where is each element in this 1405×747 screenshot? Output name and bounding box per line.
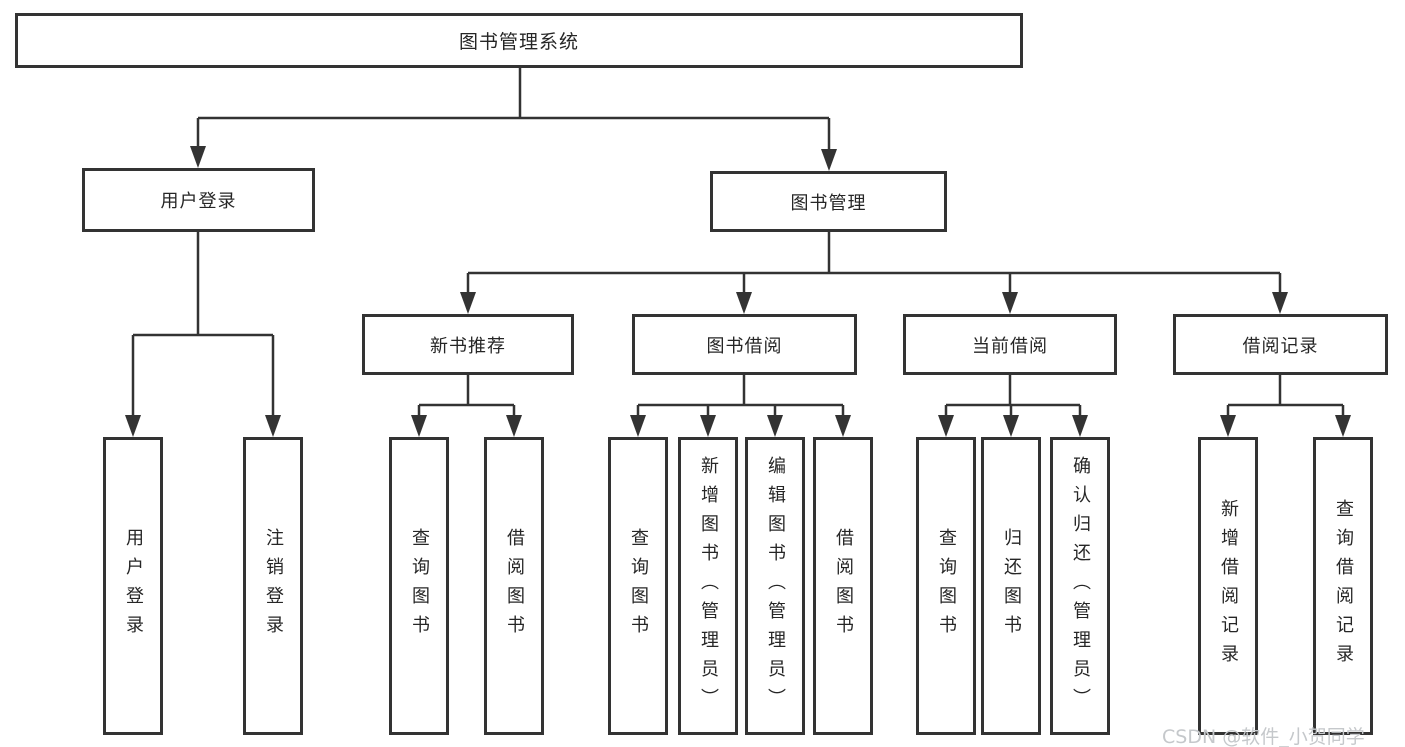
leaf-query-books-recommendation: 查询图书	[389, 437, 449, 735]
leaf-query-books-current: 查询图书	[916, 437, 976, 735]
leaf-edit-books-admin-label: 编辑图书（管理员）	[765, 455, 786, 717]
node-borrowing-records-label: 借阅记录	[1242, 335, 1319, 357]
connector-book-borrowing-to-leaves	[630, 375, 851, 437]
connector-book-management-to-level3	[460, 232, 1288, 314]
leaf-user-login: 用户登录	[103, 437, 163, 735]
connector-new-book-recommendation-to-leaves	[411, 375, 522, 437]
node-book-management-label: 图书管理	[790, 192, 867, 214]
node-book-management: 图书管理	[710, 171, 947, 232]
leaf-return-books: 归还图书	[981, 437, 1041, 735]
leaf-query-borrow-record-label: 查询借阅记录	[1333, 499, 1354, 673]
node-new-book-recommendation-label: 新书推荐	[430, 335, 506, 357]
node-book-borrowing: 图书借阅	[632, 314, 857, 375]
leaf-borrow-books-borrowing-label: 借阅图书	[833, 528, 854, 644]
node-new-book-recommendation: 新书推荐	[362, 314, 574, 375]
node-library-management-system-label: 图书管理系统	[458, 31, 579, 53]
connector-borrowing-records-to-leaves	[1220, 375, 1351, 437]
leaf-edit-books-admin: 编辑图书（管理员）	[745, 437, 805, 735]
connector-root-to-level2	[190, 68, 837, 171]
leaf-user-login-label: 用户登录	[123, 528, 144, 644]
node-borrowing-records: 借阅记录	[1173, 314, 1388, 375]
leaf-logout-label: 注销登录	[263, 528, 284, 644]
leaf-query-books-borrowing: 查询图书	[608, 437, 668, 735]
leaf-borrow-books-borrowing: 借阅图书	[813, 437, 873, 735]
connector-user-login-to-leaves	[125, 232, 281, 437]
leaf-logout: 注销登录	[243, 437, 303, 735]
node-user-login-label: 用户登录	[160, 191, 237, 212]
leaf-query-books-borrowing-label: 查询图书	[628, 528, 649, 644]
node-book-borrowing-label: 图书借阅	[706, 335, 783, 357]
node-current-borrowing: 当前借阅	[903, 314, 1117, 375]
leaf-add-borrow-record: 新增借阅记录	[1198, 437, 1258, 735]
leaf-query-books-recommendation-label: 查询图书	[409, 528, 430, 644]
leaf-add-books-admin-label: 新增图书（管理员）	[698, 455, 719, 717]
leaf-borrow-books-recommendation: 借阅图书	[484, 437, 544, 735]
leaf-borrow-books-recommendation-label: 借阅图书	[504, 528, 525, 644]
leaf-confirm-return-admin-label: 确认归还（管理员）	[1070, 455, 1091, 717]
node-library-management-system: 图书管理系统	[15, 13, 1023, 68]
node-user-login: 用户登录	[82, 168, 315, 232]
leaf-add-books-admin: 新增图书（管理员）	[678, 437, 738, 735]
watermark: CSDN @软件_小贺同学	[1162, 726, 1365, 747]
connector-current-borrowing-to-leaves	[938, 375, 1088, 437]
node-current-borrowing-label: 当前借阅	[972, 335, 1048, 357]
leaf-confirm-return-admin: 确认归还（管理员）	[1050, 437, 1110, 735]
leaf-return-books-label: 归还图书	[1001, 528, 1022, 644]
leaf-add-borrow-record-label: 新增借阅记录	[1218, 499, 1239, 673]
leaf-query-borrow-record: 查询借阅记录	[1313, 437, 1373, 735]
leaf-query-books-current-label: 查询图书	[936, 528, 957, 644]
